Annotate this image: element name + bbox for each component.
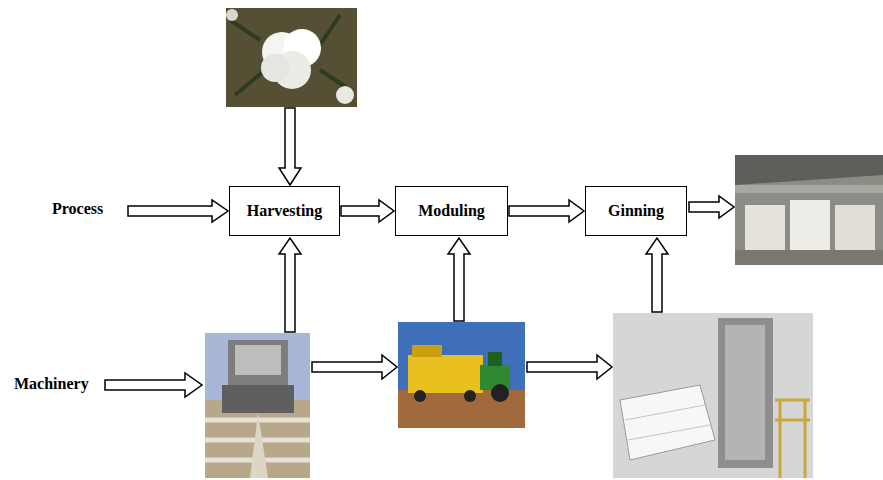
picker-to-module-arrow: [312, 355, 397, 379]
module-to-gin-arrow: [527, 355, 612, 379]
cotton-photo: [226, 8, 357, 107]
module-builder-photo: [398, 322, 525, 428]
box-label: Harvesting: [247, 202, 323, 220]
gin-photo: [613, 313, 813, 478]
flow-arrow: [509, 200, 584, 222]
row-label: Machinery: [14, 375, 89, 393]
gin-up-arrow: [646, 238, 668, 312]
process-box: Ginning: [585, 186, 687, 236]
bale-warehouse-photo: [735, 155, 883, 265]
process-arrow: [128, 200, 228, 222]
process-box: Harvesting: [229, 186, 340, 236]
machinery-arrow: [105, 373, 202, 397]
row-label: Process: [52, 200, 103, 218]
picker-up-arrow: [279, 238, 301, 332]
box-label: Ginning: [608, 202, 664, 220]
cotton-arrow: [279, 108, 301, 185]
flow-arrow: [341, 200, 394, 222]
hollow-arrows: [105, 108, 734, 397]
box-label: Moduling: [418, 202, 485, 220]
output-arrow: [689, 196, 734, 218]
module-up-arrow: [448, 238, 470, 321]
cotton-picker-photo: [205, 333, 310, 478]
process-box: Moduling: [395, 186, 508, 236]
